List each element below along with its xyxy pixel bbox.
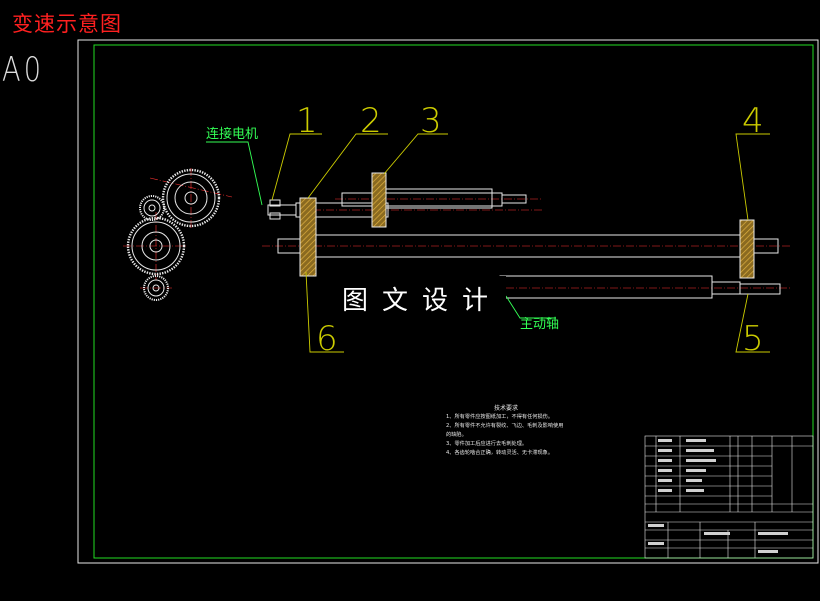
page-title: 变速示意图 [12,12,122,36]
technical-requirements: 技术要求 1、所有零件应按图纸加工，不得有任何损伤。 2、所有零件不允许有裂纹、… [446,404,566,458]
tech-requirements-title: 技术要求 [493,405,518,412]
long-shaft [277,197,779,279]
title-block [644,435,814,559]
leader-lines [271,133,770,353]
inner-frame [93,44,814,559]
main-shaft-label: 主动轴 [520,317,559,332]
watermark-text: 图文设计 [336,276,506,326]
callout-lines [206,141,556,319]
upper-shaft [267,172,527,228]
title-block-marks [648,439,788,553]
tech-requirement-item: 1、所有零件应按图纸加工，不得有任何损伤。 [446,414,554,420]
motor-connection-label: 连接电机 [206,126,258,142]
part-number-2: 2 [360,101,382,141]
driving-shaft [499,275,781,299]
part-number-3: 3 [420,101,442,141]
tech-requirement-item: 2、所有零件不允许有裂纹、飞边、毛刺及影响使用的缺陷。 [446,423,564,438]
part-number-6: 6 [316,319,338,359]
outer-frame [77,39,819,564]
part-number-1: 1 [296,101,318,141]
part-number-4: 4 [742,101,764,141]
tech-requirement-item: 3、零件加工后应进行去毛刺处理。 [446,441,528,447]
part-number-5: 5 [742,319,764,359]
tech-requirement-item: 4、各齿轮啮合正确，转动灵活、无卡滞现象。 [446,450,554,456]
gear-train [126,168,221,301]
sheet-size-label: A0 [2,50,45,90]
